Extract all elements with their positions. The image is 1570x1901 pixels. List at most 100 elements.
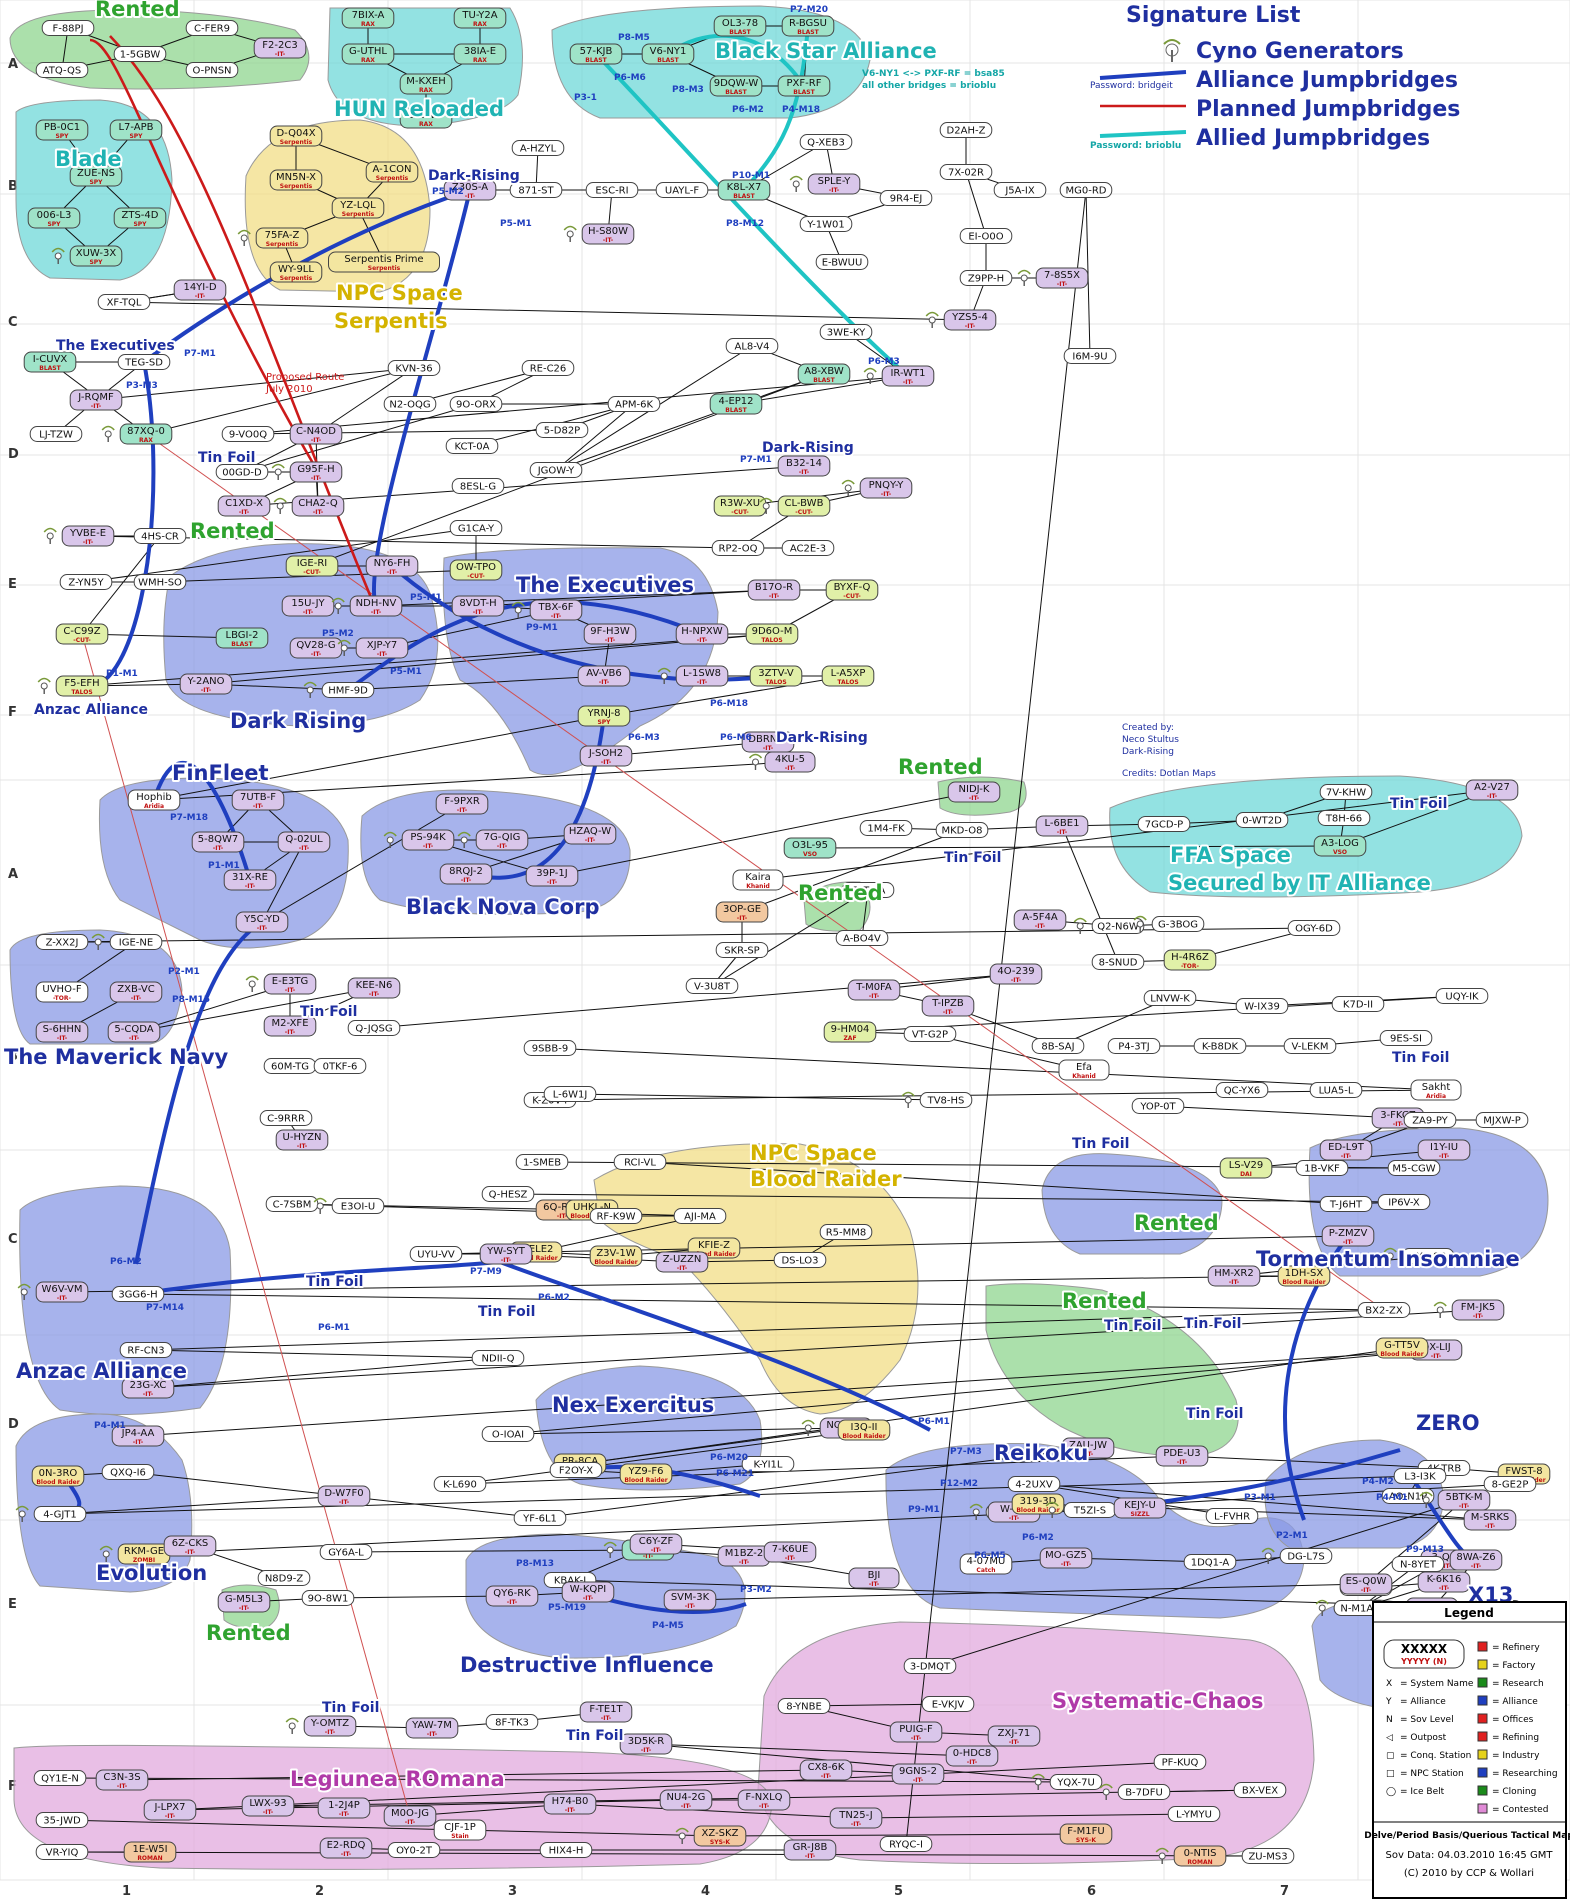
system-tn25-j[interactable]: TN25-J-IT-: [829, 1807, 883, 1829]
system-1dq1-a[interactable]: 1DQ1-A: [1183, 1554, 1237, 1570]
system-jgow-y[interactable]: JGOW-Y: [529, 462, 583, 478]
system-uyu-vv[interactable]: UYU-VV: [409, 1246, 463, 1262]
system-b-7dfu[interactable]: B-7DFU: [1117, 1784, 1171, 1800]
system-e-e3tg[interactable]: E-E3TG-IT-: [263, 973, 317, 995]
system-w6v-vm[interactable]: W6V-VM-IT-: [35, 1281, 89, 1303]
system-4-gjt1[interactable]: 4-GJT1: [33, 1506, 87, 1522]
system-oy0-2t[interactable]: OY0-2T: [387, 1842, 441, 1858]
system-es-q0w[interactable]: ES-Q0W-IT-: [1339, 1573, 1393, 1595]
system-g95f-h[interactable]: G95F-H-IT-: [289, 461, 343, 483]
system-xf-tql[interactable]: XF-TQL: [97, 294, 151, 310]
system-7g-qig[interactable]: 7G-QIG-IT-: [475, 829, 529, 851]
system-g-3bog[interactable]: G-3BOG: [1151, 916, 1205, 932]
system-d2ah-z[interactable]: D2AH-Z: [939, 122, 993, 138]
system-t8t-ra[interactable]: T8T-RA: [841, 882, 895, 898]
system-l-1sw8[interactable]: L-1SW8-IT-: [675, 665, 729, 687]
system-av-vb6[interactable]: AV-VB6-IT-: [577, 665, 631, 687]
system-t5zi-s[interactable]: T5ZI-S: [1063, 1502, 1117, 1518]
system-9sbb-9[interactable]: 9SBB-9: [523, 1040, 577, 1056]
system-e2-rdq[interactable]: E2-RDQ-IT-: [319, 1837, 373, 1859]
system-a-5f4a[interactable]: A-5F4A-IT-: [1013, 909, 1067, 931]
system-h74-b0[interactable]: H74-B0-IT-: [543, 1793, 597, 1815]
system-w-kqpi[interactable]: W-KQPI-IT-: [561, 1581, 615, 1603]
system-8-ynbe[interactable]: 8-YNBE: [777, 1698, 831, 1714]
system-ac2e-3[interactable]: AC2E-3: [781, 540, 835, 556]
system-apm-6k[interactable]: APM-6K: [607, 396, 661, 412]
system-7x-02r[interactable]: 7X-02R: [939, 164, 993, 180]
system-vr-yiq[interactable]: VR-YIQ: [35, 1844, 89, 1860]
system-k-yi1l[interactable]: K-YI1L: [741, 1456, 795, 1472]
system-kee-n6[interactable]: KEE-N6-IT-: [347, 977, 401, 999]
system-q-xeb3[interactable]: Q-XEB3: [799, 134, 853, 150]
system-t-ipzb[interactable]: T-IPZB-IT-: [921, 995, 975, 1017]
system-39p-1j[interactable]: 39P-1J-IT-: [525, 865, 579, 887]
system-bx2-zx[interactable]: BX2-ZX: [1357, 1302, 1411, 1318]
system-z-xx2j[interactable]: Z-XX2J: [35, 934, 89, 950]
system-7utb-f[interactable]: 7UTB-F-IT-: [231, 789, 285, 811]
system-yaw-7m[interactable]: YAW-7M-IT-: [405, 1717, 459, 1739]
system-bx-vex[interactable]: BX-VEX: [1233, 1782, 1287, 1798]
system-ny6-fh[interactable]: NY6-FH-IT-: [365, 555, 419, 577]
system-z30s-a[interactable]: Z30S-A-IT-: [443, 179, 497, 201]
system-s-6hhn[interactable]: S-6HHN-IT-: [35, 1021, 89, 1043]
system-zxb-vc[interactable]: ZXB-VC-IT-: [109, 981, 163, 1003]
system-tbx-6f[interactable]: TBX-6F-IT-: [529, 599, 583, 621]
system-qxq-i6[interactable]: QXQ-I6: [101, 1464, 155, 1480]
system-7-k6ue[interactable]: 7-K6UE-IT-: [763, 1541, 817, 1563]
system-1-2j4p[interactable]: 1-2J4P-IT-: [317, 1797, 371, 1819]
system-1m4-fk[interactable]: 1M4-FK: [859, 820, 913, 836]
system-zxj-71[interactable]: ZXJ-71-IT-: [987, 1725, 1041, 1747]
system-qy1e-n[interactable]: QY1E-N: [33, 1770, 87, 1786]
system-3-dmqt[interactable]: 3-DMQT: [903, 1658, 957, 1674]
system-y-omtz[interactable]: Y-OMTZ-IT-: [303, 1715, 357, 1737]
system-yzs5-4[interactable]: YZS5-4-IT-: [943, 309, 997, 331]
system-0-hdc8[interactable]: 0-HDC8-IT-: [945, 1745, 999, 1767]
system-f2-2c3[interactable]: F2-2C3-IT-: [253, 37, 307, 59]
system-z-yn5y[interactable]: Z-YN5Y: [59, 574, 113, 590]
system-hm-xr2[interactable]: HM-XR2-IT-: [1207, 1265, 1261, 1287]
system-r3w-xu[interactable]: R3W-XU-CUT-: [713, 495, 767, 517]
system-hmf-9d[interactable]: HMF-9D: [321, 682, 375, 698]
system-h-npxw[interactable]: H-NPXW-IT-: [675, 623, 729, 645]
system-q-jqsg[interactable]: Q-JQSG: [347, 1020, 401, 1036]
system-ed-l9t[interactable]: ED-L9T-IT-: [1319, 1139, 1373, 1161]
system-7gcd-p[interactable]: 7GCD-P: [1137, 816, 1191, 832]
system-j-rqmf[interactable]: J-RQMF-IT-: [69, 389, 123, 411]
system-4-2uxv[interactable]: 4-2UXV: [1007, 1476, 1061, 1492]
system-8f-tk3[interactable]: 8F-TK3: [485, 1714, 539, 1730]
system-6z-cks[interactable]: 6Z-CKS-IT-: [163, 1535, 217, 1557]
system-3we-ky[interactable]: 3WE-KY: [819, 324, 873, 340]
system-ip6v-x[interactable]: IP6V-X: [1377, 1194, 1431, 1210]
system-m-srks[interactable]: M-SRKS-IT-: [1463, 1509, 1517, 1531]
system-esc-ri[interactable]: ESC-RI: [585, 182, 639, 198]
system-e-bwuu[interactable]: E-BWUU: [815, 254, 869, 270]
system-ige-ne[interactable]: IGE-NE: [109, 934, 163, 950]
system-l-6be1[interactable]: L-6BE1-IT-: [1035, 815, 1089, 837]
system-o-ioai[interactable]: O-IOAI: [481, 1426, 535, 1442]
system-f-nxlq[interactable]: F-NXLQ-IT-: [737, 1789, 791, 1811]
system-c-c99z[interactable]: C-C99Z-CUT-: [55, 623, 109, 645]
